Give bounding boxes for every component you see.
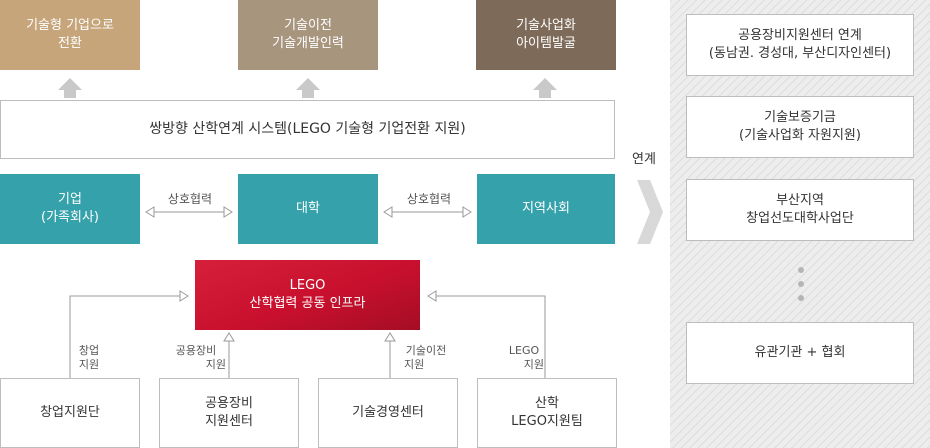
support-arrowheads	[179, 290, 437, 342]
university-box-label: 대학	[296, 201, 320, 217]
top-box-1: 기술형 기업으로 전환	[0, 0, 140, 70]
system-bar: 쌍방향 산학연계 시스템(LEGO 기술형 기업전환 지원)	[0, 100, 615, 159]
company-box: 기업 (가족회사)	[0, 174, 140, 244]
bottom-box-techmgmt: 기술경영센터	[318, 378, 458, 448]
right-box-1-line2: (동남권. 경성대, 부산디자인센터)	[708, 46, 892, 61]
bottom-box-4-line1: 산학	[535, 396, 559, 412]
company-box-line2: (가족회사)	[41, 210, 99, 225]
double-arrows	[145, 206, 472, 218]
infra-box-line1: LEGO	[289, 278, 326, 294]
right-box-1-line1: 공용장비지원센터 연계	[738, 28, 862, 44]
cooperation-label-left: 상호협력	[167, 192, 213, 206]
infra-box-line2: 산학협력 공동 인프라	[249, 296, 366, 311]
top-box-2-line1: 기술이전	[284, 18, 332, 34]
support-lines	[69, 295, 546, 378]
top-box-3-line1: 기술사업화	[516, 18, 576, 34]
right-box-2-line2: (기술사업화 자원지원)	[739, 128, 861, 143]
top-box-1-line1: 기술형 기업으로	[26, 18, 114, 34]
right-box-3-line1: 부산지역	[776, 193, 824, 209]
company-box-line1: 기업	[58, 192, 82, 208]
up-arrows	[58, 78, 557, 98]
top-box-3-line2: 아이템발굴	[516, 36, 576, 51]
support-label-4-line2: 지원	[523, 358, 544, 372]
support-label-1-line2: 지원	[78, 358, 100, 372]
ellipsis-dot-2	[798, 281, 804, 287]
right-box-busan-startup: 부산지역 창업선도대학사업단	[686, 179, 914, 241]
support-label-2: 공용장비 지원	[166, 344, 226, 373]
top-box-3: 기술사업화 아이템발굴	[476, 0, 616, 70]
support-label-2-line2: 지원	[205, 358, 226, 372]
bottom-box-2-line1: 공용장비	[205, 396, 253, 412]
ellipsis-dot-3	[798, 295, 804, 301]
right-box-3-line2: 창업선도대학사업단	[746, 211, 854, 226]
system-bar-text: 쌍방향 산학연계 시스템(LEGO 기술형 기업전환 지원)	[149, 121, 466, 138]
bottom-box-2-line2: 지원센터	[205, 414, 253, 429]
bottom-box-startup: 창업지원단	[0, 378, 140, 448]
support-label-1-line1: 창업	[78, 344, 100, 357]
support-label-1: 창업 지원	[72, 344, 106, 373]
support-label-2-line1: 공용장비	[175, 344, 217, 357]
up-arrow-2	[296, 78, 320, 98]
top-box-2: 기술이전 기술개발인력	[238, 0, 378, 70]
link-chevron	[637, 180, 663, 244]
bottom-box-equipment: 공용장비 지원센터	[159, 378, 299, 448]
right-box-equipment-center: 공용장비지원센터 연계 (동남권. 경성대, 부산디자인센터)	[686, 14, 914, 76]
up-arrow-3	[533, 78, 557, 98]
community-box: 지역사회	[477, 174, 615, 244]
university-box: 대학	[238, 174, 378, 244]
bottom-box-1-line1: 창업지원단	[40, 405, 100, 421]
community-box-label: 지역사회	[522, 201, 570, 217]
infra-box: LEGO 산학협력 공동 인프라	[195, 260, 420, 330]
right-box-2-line1: 기술보증기금	[764, 110, 836, 126]
bottom-box-3-line1: 기술경영센터	[352, 405, 424, 421]
support-label-4-line1: LEGO	[508, 344, 540, 357]
support-label-3-line2: 지원	[404, 358, 425, 372]
top-box-2-line2: 기술개발인력	[272, 36, 344, 51]
right-box-agencies: 유관기관 + 협회	[686, 322, 914, 384]
right-box-4-line1: 유관기관 + 협회	[754, 345, 846, 361]
right-box-tech-fund: 기술보증기금 (기술사업화 자원지원)	[686, 96, 914, 158]
up-arrow-1	[58, 78, 82, 98]
top-box-1-line2: 전환	[58, 36, 82, 51]
cooperation-label-right: 상호협력	[406, 192, 452, 206]
support-label-4: LEGO 지원	[504, 344, 544, 373]
bottom-box-4-line2: LEGO지원팀	[511, 414, 583, 429]
link-label: 연계	[632, 152, 656, 167]
ellipsis-dot-1	[798, 267, 804, 273]
bottom-box-lego-team: 산학 LEGO지원팀	[477, 378, 617, 448]
support-label-3: 기술이전 지원	[398, 344, 454, 373]
support-label-3-line1: 기술이전	[405, 344, 447, 357]
